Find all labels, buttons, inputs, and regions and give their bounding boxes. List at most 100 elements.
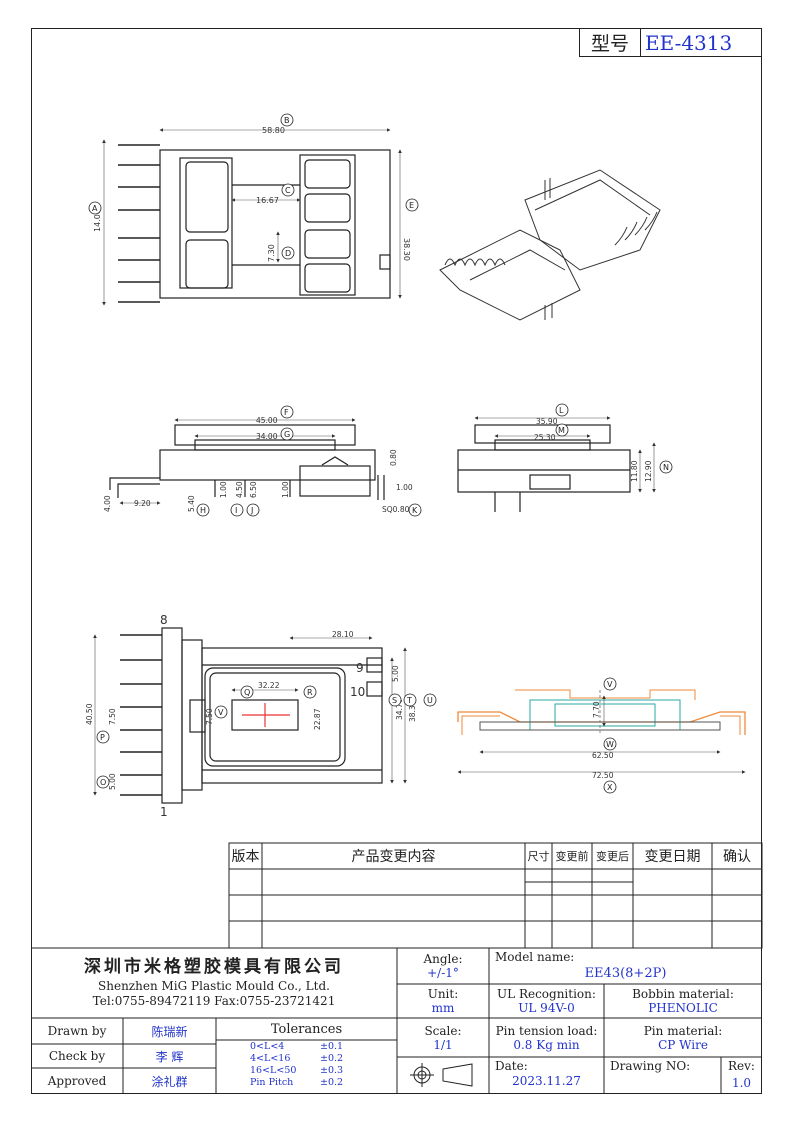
- tolerances-label: Tolerances: [270, 1022, 343, 1037]
- pin-1-label: 1: [160, 805, 168, 819]
- pin-8-label: 8: [160, 613, 168, 627]
- dim-w-text: 62.50: [592, 751, 614, 760]
- bubble-s: S: [388, 693, 402, 707]
- bubble-w: W: [603, 737, 617, 751]
- dimension-bubbles: A B C D E F G H I J K L M N O P Q R S T …: [88, 113, 673, 794]
- ul-cell: UL Recognition: UL 94V-0: [489, 984, 604, 1018]
- bottom-view: [120, 627, 383, 804]
- scale-cell: Scale: 1/1: [397, 1018, 489, 1057]
- svg-text:H: H: [200, 506, 206, 515]
- company-name-cn: 深圳市米格塑胶模具有限公司: [84, 956, 344, 977]
- svg-text:X: X: [607, 783, 613, 792]
- tolerance-row: 16<L<50±0.3: [250, 1065, 344, 1076]
- angle-value: +/-1°: [427, 966, 459, 980]
- check-label: Check by: [48, 1049, 106, 1063]
- bubble-v-front: V: [603, 677, 617, 691]
- dim-v-front-text: 7.70: [592, 701, 601, 718]
- tolerance-row: 0<L<4±0.1: [250, 1041, 344, 1052]
- svg-text:N: N: [663, 463, 669, 472]
- dim-n-text: 12.90: [644, 460, 653, 482]
- dim-side-3-text: 1.00: [219, 481, 228, 498]
- dim-side-1-text: 9.20: [134, 499, 151, 508]
- bubble-e: E: [405, 198, 419, 212]
- unit-value: mm: [431, 1001, 455, 1015]
- dim-side-6-text: 1.00: [396, 483, 413, 492]
- svg-text:Q: Q: [244, 688, 250, 697]
- side-view: [109, 424, 385, 500]
- svg-text:U: U: [427, 696, 433, 705]
- svg-text:S: S: [392, 696, 397, 705]
- dim-k-text: SQ0.80: [382, 505, 410, 514]
- dim-l-text: 35.90: [536, 417, 558, 426]
- pin-9-label: 9: [356, 661, 364, 675]
- dim-x-text: 72.50: [592, 771, 614, 780]
- dim-o-text: 5.00: [108, 773, 117, 790]
- svg-text:C: C: [285, 186, 291, 195]
- svg-text:K: K: [412, 506, 418, 515]
- svg-text:E: E: [409, 201, 414, 210]
- front-view-dims: [457, 695, 746, 774]
- dim-h-text: 5.40: [187, 495, 196, 512]
- unit-cell: Unit: mm: [397, 984, 489, 1018]
- svg-text:V: V: [218, 708, 224, 717]
- dim-q-text: 32.22: [258, 681, 280, 690]
- bubble-r: R: [303, 685, 317, 699]
- bubble-x: X: [603, 780, 617, 794]
- bubble-b: B: [280, 113, 294, 127]
- unit-label: Unit:: [427, 987, 459, 1001]
- bubble-u: U: [423, 693, 437, 707]
- top-view: [118, 144, 391, 303]
- dim-g-text: 34.00: [256, 432, 278, 441]
- rev-header-after: 变更后: [596, 850, 629, 863]
- bubble-f: F: [280, 405, 294, 419]
- svg-text:G: G: [284, 430, 290, 439]
- bobbin-value: PHENOLIC: [648, 1001, 718, 1015]
- dim-u-text: 38.30: [408, 700, 417, 722]
- svg-text:O: O: [100, 778, 106, 787]
- scale-value: 1/1: [433, 1037, 453, 1052]
- pin-material-cell: Pin material: CP Wire: [604, 1018, 762, 1057]
- isometric-view: [439, 169, 661, 321]
- pin-tension-cell: Pin tension load: 0.8 Kg min: [489, 1018, 604, 1057]
- check-value: 李 辉: [155, 1049, 184, 1064]
- bubble-a: A: [88, 201, 102, 215]
- approved-label: Approved: [47, 1074, 107, 1088]
- bubble-g: G: [280, 427, 294, 441]
- dim-s-text: 34.70: [395, 698, 404, 720]
- svg-text:B: B: [284, 116, 290, 125]
- rev-header-confirm: 确认: [723, 849, 751, 865]
- rev-header-content: 产品变更内容: [351, 849, 436, 865]
- bubble-j: J: [246, 503, 260, 517]
- end-view-dims: [474, 416, 656, 493]
- dim-side-2-text: 4.00: [103, 495, 112, 512]
- ul-value: UL 94V-0: [518, 1001, 575, 1015]
- dim-c-text: 16.67: [256, 196, 279, 205]
- model-name-value: EE43(8+2P): [584, 965, 667, 981]
- svg-text:I: I: [235, 506, 237, 515]
- drawn-value: 陈瑞新: [151, 1024, 188, 1039]
- rev-label: Rev:: [728, 1059, 755, 1073]
- svg-text:L: L: [559, 406, 564, 415]
- bubble-m: M: [555, 423, 569, 437]
- rev-value: 1.0: [731, 1076, 752, 1090]
- model-value: EE-4313: [645, 30, 733, 55]
- ul-label: UL Recognition:: [497, 987, 596, 1001]
- angle-cell: Angle: +/-1°: [397, 948, 489, 984]
- bubble-n: N: [659, 460, 673, 474]
- company-name-en: Shenzhen MiG Plastic Mould Co., Ltd.: [98, 979, 330, 993]
- dim-v-bottom-text: 7.50: [205, 708, 214, 725]
- tolerance-list: 0<L<4±0.1 4<L<16±0.2 16<L<50±0.3 Pin Pit…: [250, 1041, 390, 1089]
- svg-text:F: F: [284, 408, 289, 417]
- model-name-label: Model name:: [495, 950, 575, 964]
- bubble-i: I: [230, 503, 244, 517]
- dim-bottom-2-text: 7.50: [108, 708, 117, 725]
- dim-f-text: 45.00: [256, 416, 278, 425]
- rev-header-date: 变更日期: [644, 849, 701, 865]
- date-value: 2023.11.27: [512, 1074, 581, 1088]
- angle-label: Angle:: [423, 952, 463, 966]
- title-block-grid: [31, 947, 762, 1094]
- pin-tension-value: 0.8 Kg min: [513, 1037, 580, 1052]
- bubble-v-bottom: V: [214, 705, 228, 719]
- company-contact: Tel:0755-89472119 Fax:0755-23721421: [92, 994, 336, 1008]
- bobbin-cell: Bobbin material: PHENOLIC: [604, 984, 762, 1018]
